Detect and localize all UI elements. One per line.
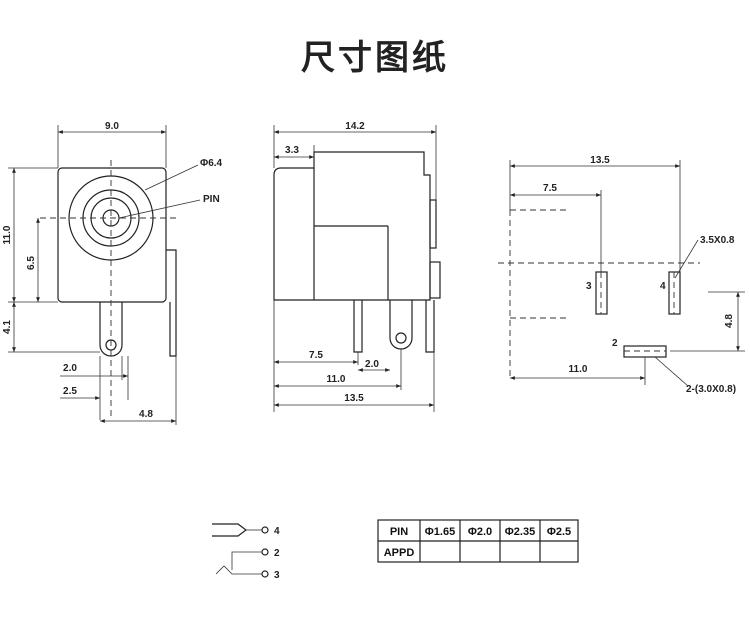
dim-7-5: 7.5 xyxy=(309,350,323,361)
dim-pin-offset2: 2.5 xyxy=(63,386,77,397)
table-col-1: Φ1.65 xyxy=(425,526,455,538)
pin-schematic: 4 2 3 xyxy=(212,523,280,581)
fp-dim-7-5: 7.5 xyxy=(543,183,557,194)
schematic-pin3-node xyxy=(261,570,269,578)
fp-dim-4-8: 4.8 xyxy=(724,314,735,328)
front-body-outline xyxy=(57,167,167,303)
side-pin-right xyxy=(389,300,413,350)
table-header-appd: APPD xyxy=(384,547,415,559)
pad-4 xyxy=(668,271,681,315)
dim-center-height: 6.5 xyxy=(26,256,37,270)
dim-height: 11.0 xyxy=(2,225,13,244)
dim-pin-offset: 2.0 xyxy=(63,363,77,374)
table-col-4: Φ2.5 xyxy=(547,526,571,538)
dim-11-0: 11.0 xyxy=(327,374,346,385)
table-col-2: Φ2.0 xyxy=(468,526,492,538)
schematic-pin4-label: 4 xyxy=(274,526,280,537)
side-pin-back xyxy=(425,300,435,353)
pad-4-label: 4 xyxy=(660,281,666,292)
dim-13-5: 13.5 xyxy=(344,393,364,404)
front-side-tab xyxy=(166,249,177,357)
dim-lower: 4.1 xyxy=(2,320,13,334)
pad2-size-label: 2-(3.0X0.8) xyxy=(686,384,736,395)
diameter-label: Φ6.4 xyxy=(200,158,223,169)
side-tab-lower xyxy=(429,261,441,299)
schematic-plug xyxy=(212,523,247,537)
pin-leader xyxy=(118,199,201,219)
table-col-3: Φ2.35 xyxy=(505,526,535,538)
pad-size-label: 3.5X0.8 xyxy=(700,235,735,246)
pad-2 xyxy=(623,345,667,358)
diameter-leader xyxy=(144,164,199,191)
pad-2-label: 2 xyxy=(612,338,618,349)
side-pin-left xyxy=(353,300,363,353)
schematic-pin2-label: 2 xyxy=(274,548,280,559)
dim-pin-offset3: 4.8 xyxy=(139,409,153,420)
dim-front: 3.3 xyxy=(285,145,299,156)
fp-dim-11-0: 11.0 xyxy=(569,364,588,375)
pin-label: PIN xyxy=(203,194,220,205)
dim-2-0: 2.0 xyxy=(365,359,379,370)
pad-3-label: 3 xyxy=(586,281,592,292)
schematic-pin2-node xyxy=(261,548,269,556)
pin-table: PIN APPD Φ1.65 Φ2.0 Φ2.35 Φ2.5 xyxy=(377,519,579,563)
schematic-pin4-node xyxy=(261,526,269,534)
front-view: 9.0 11.0 6.5 4.1 Φ6.4 PIN 2.0 2.5 4.8 xyxy=(2,121,223,425)
fp-dim-top: 13.5 xyxy=(590,155,610,166)
page-title: 尺寸图纸 xyxy=(301,38,449,78)
dim-width: 9.0 xyxy=(105,121,119,132)
side-body-outline xyxy=(273,151,431,301)
side-tab-upper xyxy=(429,199,437,249)
side-view: 14.2 3.3 7.5 2.0 11.0 13.5 xyxy=(273,121,441,412)
schematic-pin3-label: 3 xyxy=(274,570,280,581)
pad-3 xyxy=(595,271,608,315)
footprint-view: 3 4 2 13.5 7.5 3.5X0.8 4.8 11.0 2-(3.0X0… xyxy=(498,155,745,395)
table-header-pin: PIN xyxy=(390,526,408,538)
dim-length: 14.2 xyxy=(345,121,365,132)
